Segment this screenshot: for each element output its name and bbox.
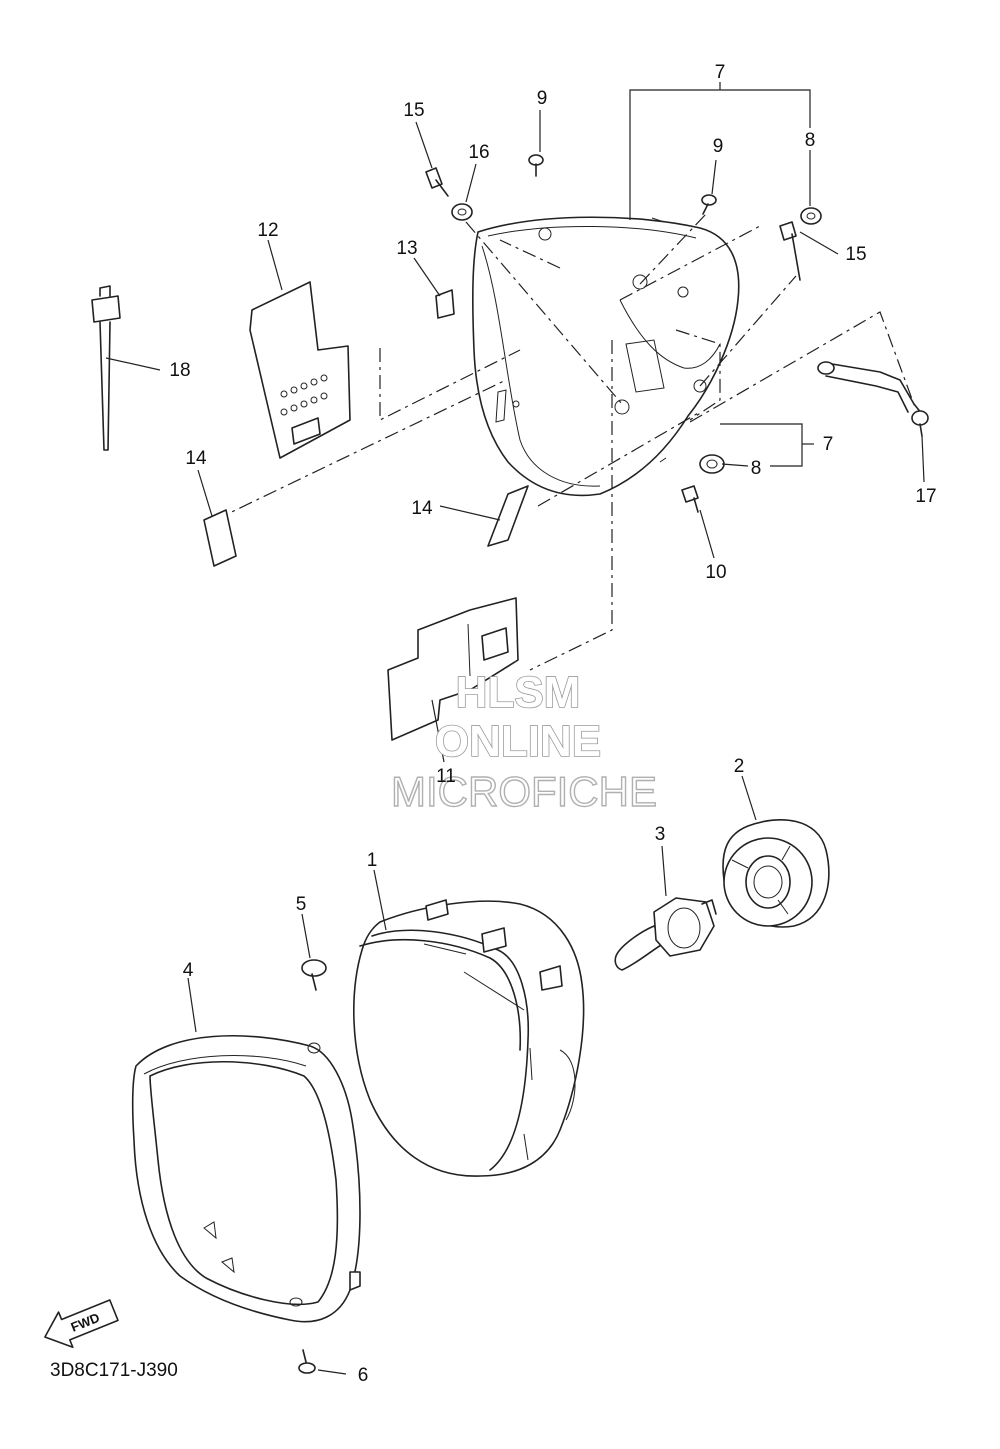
grommet-8-lower (699, 454, 725, 474)
screw-5 (301, 959, 327, 991)
headlight-housing (472, 216, 740, 497)
headlight-unit (353, 899, 585, 1177)
label-14-center (487, 485, 529, 547)
bolt-15-right (779, 221, 801, 281)
diagram-code: 3D8C171-J390 (50, 1360, 178, 1381)
callout-14-left: 14 (185, 448, 207, 469)
callout-15-top: 15 (403, 100, 424, 121)
callout-5: 5 (296, 894, 307, 915)
callout-8-top: 8 (805, 130, 816, 151)
cable-tie-18 (91, 285, 121, 451)
screw-9-top (528, 154, 544, 177)
callout-1: 1 (367, 850, 378, 871)
watermark-line-1: HLSM (456, 668, 581, 717)
callout-14-center: 14 (411, 498, 433, 519)
watermark-line-3: MICROFICHE (391, 768, 657, 815)
callout-18: 18 (169, 360, 190, 381)
callout-7-lower: 7 (823, 434, 834, 455)
bulb-3 (614, 897, 717, 971)
dust-cover-2 (722, 819, 830, 928)
callout-8-lower: 8 (751, 458, 762, 479)
callout-12: 12 (257, 220, 278, 241)
screw-10 (681, 485, 699, 513)
callout-4: 4 (183, 960, 194, 981)
callout-9-top: 9 (537, 88, 548, 109)
fwd-arrow-icon: FWD (44, 1299, 119, 1349)
washer-16 (451, 203, 473, 221)
leader-lines (105, 82, 925, 1375)
bolt-15-upper (425, 167, 449, 197)
label-13 (435, 289, 455, 319)
callout-15-right: 15 (845, 244, 866, 265)
callout-13: 13 (396, 238, 417, 259)
watermark-line-2: ONLINE (435, 717, 601, 766)
label-11 (387, 597, 519, 741)
callout-7-top: 7 (715, 62, 726, 83)
callout-6: 6 (358, 1365, 369, 1386)
callout-11: 11 (436, 766, 456, 787)
bracket-17 (817, 361, 929, 437)
grommet-8-upper (800, 207, 822, 225)
callout-3: 3 (655, 824, 666, 845)
headlight-rim-4 (131, 1035, 361, 1323)
screw-9-right (701, 194, 717, 215)
label-12 (249, 281, 351, 459)
watermark: HLSM ONLINE MICROFICHE (390, 667, 657, 816)
callout-16: 16 (468, 142, 489, 163)
callout-10: 10 (705, 562, 726, 583)
screw-6 (298, 1349, 316, 1374)
callout-numbers: 7 9 15 8 9 16 12 13 15 18 7 14 8 17 14 1… (169, 62, 936, 1386)
label-14-left (203, 509, 237, 567)
callout-9-right: 9 (713, 136, 724, 157)
callout-2: 2 (734, 756, 745, 777)
assembly-guide-lines (214, 213, 917, 671)
callout-17: 17 (915, 486, 936, 507)
